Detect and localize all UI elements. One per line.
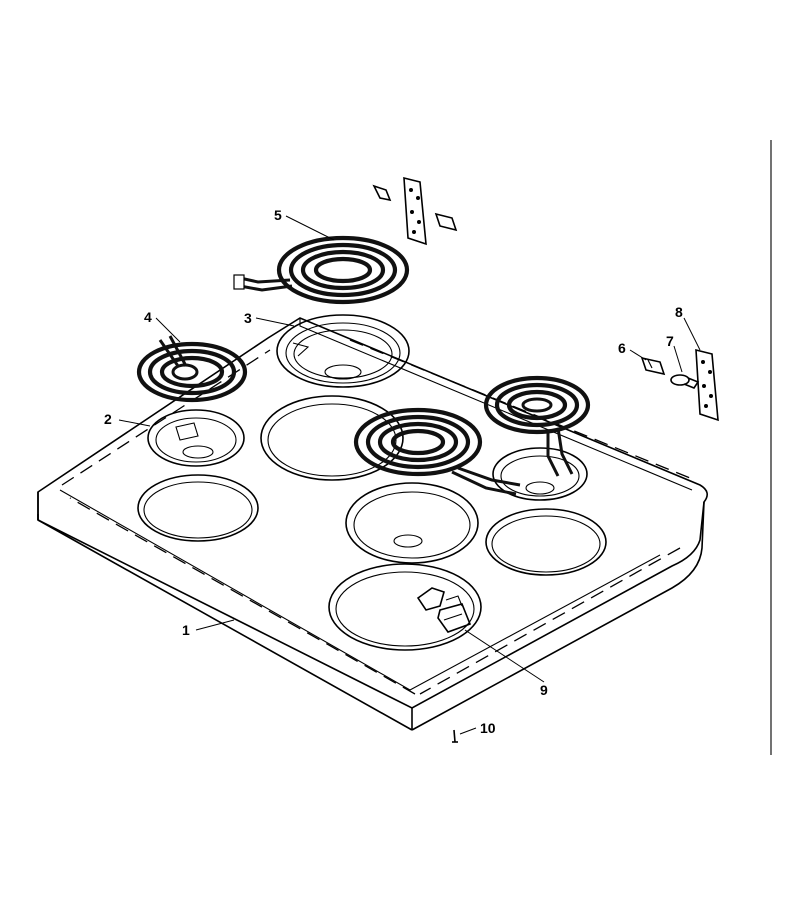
switch-assembly [416, 587, 472, 633]
opening-front-left [137, 474, 259, 542]
heating-element-small-right [483, 375, 591, 477]
opening-middle-hole [393, 534, 423, 548]
opening-front-left-inner [143, 481, 253, 539]
callout-9: 9 [540, 682, 548, 698]
screw-part-10 [452, 729, 458, 743]
callout-6: 6 [618, 340, 626, 356]
callout-8: 8 [675, 304, 683, 320]
opening-right [485, 508, 607, 576]
opening-center [260, 395, 404, 481]
opening-front-center [328, 563, 482, 651]
drip-pan-right [492, 447, 588, 501]
heating-element-large-rear [233, 235, 410, 305]
callout-10: 10 [480, 720, 496, 736]
receptacle-bracket-top [372, 176, 458, 246]
heating-element-small-left [136, 335, 248, 403]
screw-part-7 [670, 374, 700, 389]
opening-right-inner [491, 515, 601, 573]
callout-4: 4 [144, 309, 152, 325]
opening-center-inner [267, 403, 397, 477]
drip-pan-left [147, 409, 245, 467]
opening-front-center-inner [335, 571, 475, 647]
receptacle-bracket-right [695, 348, 719, 422]
opening-middle-inner [353, 491, 471, 559]
burner-openings [137, 395, 607, 651]
callout-1: 1 [182, 622, 190, 638]
callout-5: 5 [274, 207, 282, 223]
drip-pan-rear [276, 314, 410, 388]
heating-element-large-center [353, 407, 521, 496]
callout-2: 2 [104, 411, 112, 427]
leader-lines [118, 215, 701, 735]
cooktop-body [37, 317, 708, 731]
clip-part-6 [640, 356, 666, 376]
callout-3: 3 [244, 310, 252, 326]
callout-7: 7 [666, 333, 674, 349]
opening-middle [345, 482, 479, 564]
